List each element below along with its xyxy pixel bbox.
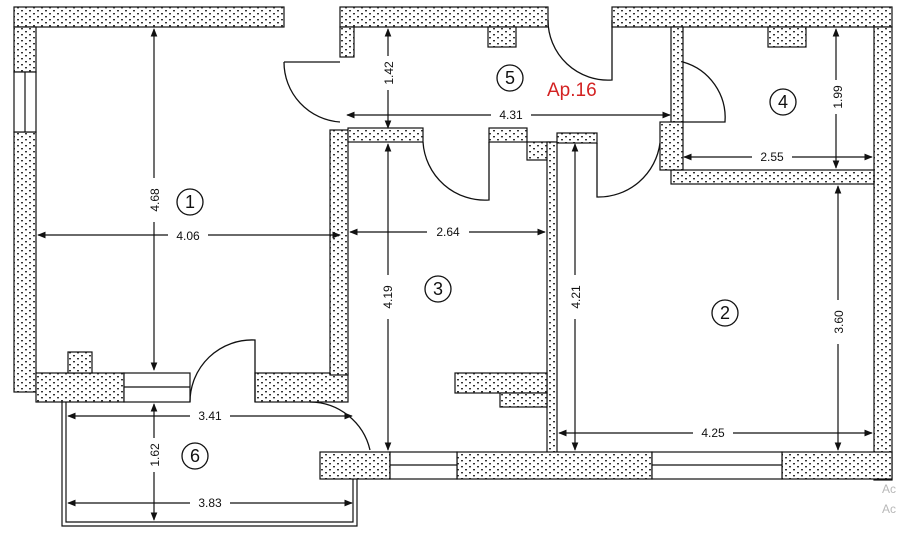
wall-room4-bottom	[670, 169, 875, 185]
wall-corridor-bottom-mid	[488, 127, 528, 143]
wall-room2-left	[556, 132, 598, 144]
door-entrance	[283, 61, 341, 123]
label-room1-height: 4.68	[148, 188, 162, 212]
door-balcony	[309, 401, 371, 451]
door-top	[547, 19, 613, 81]
wall-top-left	[13, 6, 285, 28]
wall-room4-stub	[659, 121, 684, 171]
wall-bottom-mid	[456, 451, 653, 480]
watermark-line-1: Ac	[882, 482, 896, 496]
walls	[13, 6, 893, 481]
label-room5-width: 4.31	[499, 108, 523, 122]
room-number-5: 5	[505, 68, 515, 88]
label-room6-height: 1.62	[148, 443, 162, 467]
door-room2	[596, 142, 661, 198]
door-room1-balcony	[189, 339, 256, 403]
room-number-6: 6	[190, 446, 200, 466]
wall-stub-top-2	[767, 26, 807, 48]
room-number-4: 4	[778, 92, 788, 112]
door-room4	[682, 61, 726, 123]
dimension-lines	[37, 28, 873, 521]
apartment-label: Ap.16	[547, 80, 597, 101]
label-room3-height: 4.19	[381, 285, 395, 309]
room-number-3: 3	[433, 279, 443, 299]
wall-room3-room2	[546, 141, 558, 455]
label-room2-width: 4.25	[701, 426, 725, 440]
label-room6-width-top: 3.41	[198, 409, 222, 423]
wall-right	[873, 26, 893, 481]
wall-bottom-right	[781, 451, 893, 480]
wall-top-mid	[339, 6, 549, 28]
label-room3-width: 2.64	[436, 225, 460, 239]
wall-stub-room1	[67, 351, 93, 374]
wall-left-lower	[13, 131, 37, 393]
room-number-2: 2	[720, 303, 730, 323]
wall-room4-left	[670, 26, 684, 123]
dimension-labels: 4.68 4.06 1.42 4.31 1.99 2.55 2.64 4.19 …	[140, 56, 846, 510]
wall-bottom-room1-left	[35, 372, 125, 403]
wall-top-right	[611, 6, 893, 28]
label-room4-height: 1.99	[831, 85, 845, 109]
wall-stub-top-1	[487, 26, 517, 48]
windows	[13, 71, 783, 480]
room-numbers: 1 2 3 4 5 6	[176, 64, 797, 470]
room-number-1: 1	[185, 192, 195, 212]
wall-corridor-stub	[339, 26, 355, 58]
label-room2-height-left: 4.21	[569, 285, 583, 309]
wall-bottom-room1-right	[254, 372, 349, 403]
label-room2-height-right: 3.60	[832, 310, 846, 334]
label-room4-width: 2.55	[760, 150, 784, 164]
door-room3	[422, 141, 490, 201]
wall-room1-room3	[329, 129, 349, 376]
wall-stub-room3b	[499, 392, 548, 408]
label-room6-width-bottom: 3.83	[198, 496, 222, 510]
label-room5-height: 1.42	[382, 61, 396, 85]
wall-left-upper	[13, 26, 37, 73]
wall-stub-room3	[454, 372, 548, 394]
label-room1-width: 4.06	[176, 229, 200, 243]
wall-corridor-bottom-left	[347, 127, 424, 143]
watermark-line-2: Ac	[882, 502, 896, 516]
balcony-railing	[61, 402, 358, 527]
wall-bottom-left	[319, 451, 391, 480]
